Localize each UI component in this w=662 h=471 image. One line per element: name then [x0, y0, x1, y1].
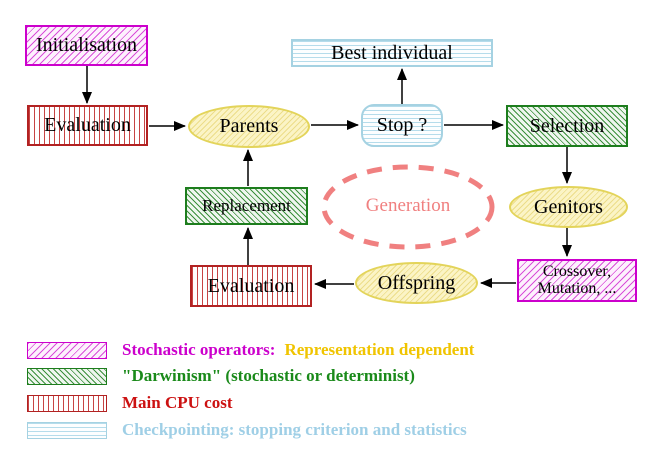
- node-replacement: Replacement: [185, 187, 308, 225]
- node-genitors: Genitors: [509, 186, 628, 228]
- legend-row-cpu-cost: Main CPU cost: [27, 393, 232, 413]
- node-parents: Parents: [188, 105, 310, 148]
- legend-row-darwinism: "Darwinism" (stochastic or determinist): [27, 366, 415, 386]
- legend-label-darwinism: "Darwinism" (stochastic or determinist): [122, 366, 415, 385]
- magenta-hatch-swatch: [27, 341, 107, 359]
- legend-label-checkpointing: Checkpointing: stopping criterion and st…: [122, 420, 467, 439]
- green-hatch-swatch: [27, 367, 107, 385]
- node-crossover-mutation: Crossover, Mutation, ...: [517, 259, 637, 302]
- node-offspring: Offspring: [355, 262, 478, 304]
- node-evaluation-bottom: Evaluation: [190, 265, 312, 307]
- cyan-hlines-swatch: [27, 421, 107, 439]
- red-vlines-swatch: [27, 394, 107, 412]
- node-evaluation-top: Evaluation: [27, 105, 148, 146]
- node-initialisation: Initialisation: [25, 25, 148, 66]
- legend-label-stochastic: Stochastic operators:: [122, 340, 276, 359]
- crossover-line2: Mutation, ...: [537, 279, 617, 297]
- node-best-individual: Best individual: [291, 39, 493, 67]
- generation-ellipse: [321, 164, 495, 250]
- legend-label-representation: Representation dependent: [284, 340, 475, 359]
- legend-row-checkpointing: Checkpointing: stopping criterion and st…: [27, 420, 467, 440]
- crossover-line1: Crossover,: [542, 262, 612, 280]
- legend-row-stochastic: Stochastic operators: Representation dep…: [27, 340, 474, 360]
- generation-label: Generation: [365, 195, 451, 216]
- legend-label-cpu-cost: Main CPU cost: [122, 393, 233, 412]
- node-stop: Stop ?: [361, 104, 443, 147]
- node-selection: Selection: [506, 105, 628, 147]
